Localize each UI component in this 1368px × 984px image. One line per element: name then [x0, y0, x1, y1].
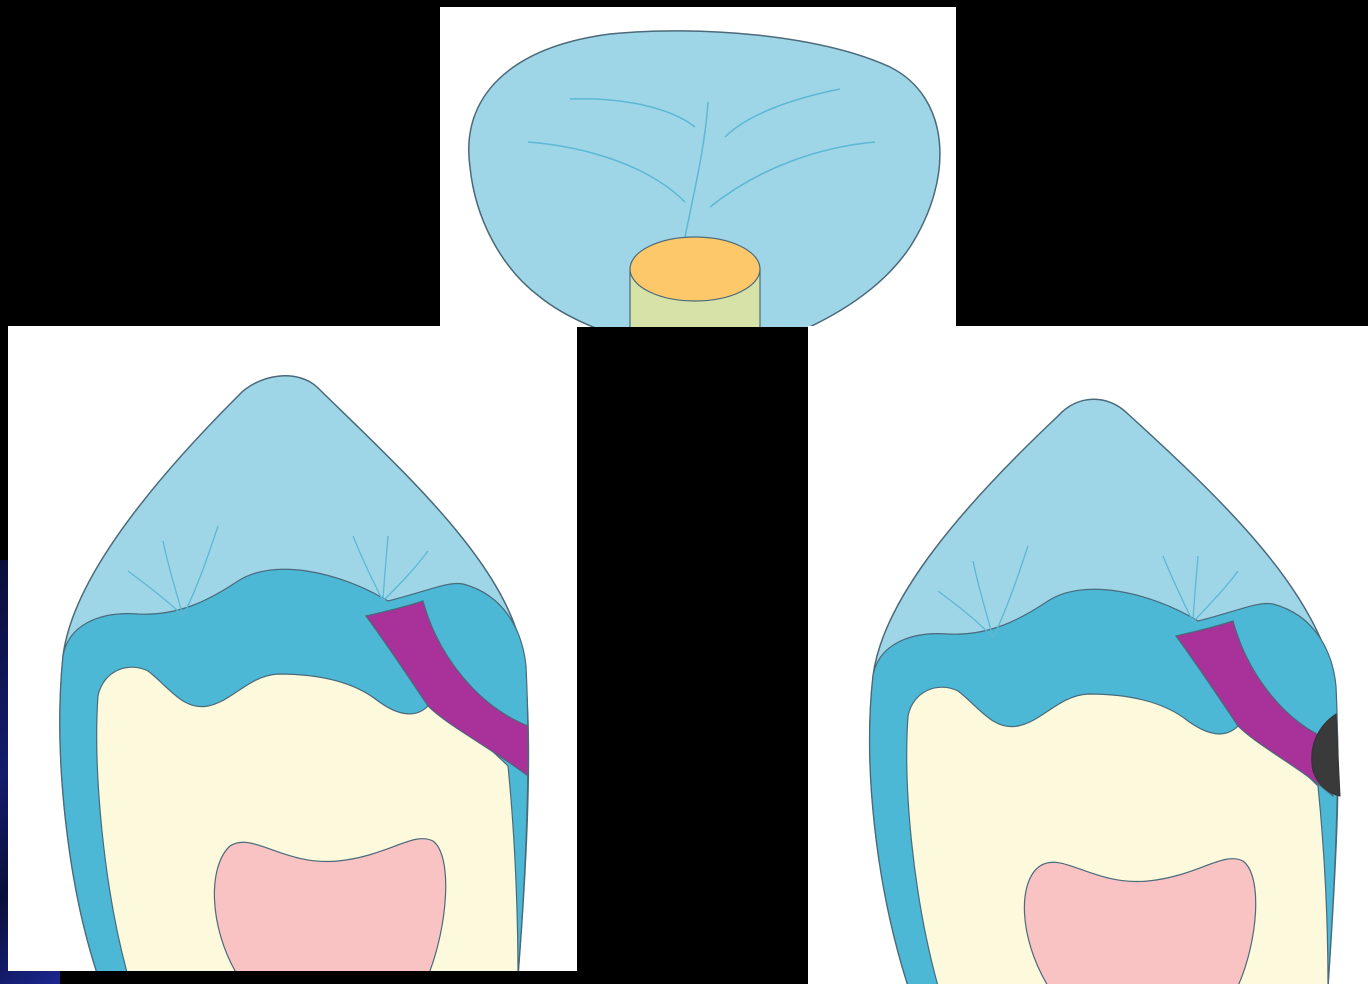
tooth-section-cavity-icon — [808, 326, 1368, 984]
cross-section-cavitated-panel — [808, 326, 1368, 984]
occlusal-view-panel — [440, 7, 956, 327]
black-gap — [577, 376, 808, 984]
tooth-section-icon — [8, 326, 577, 971]
tooth-occlusal-icon — [440, 7, 956, 327]
cross-section-lesion-panel — [8, 326, 577, 971]
restoration-top — [630, 237, 760, 301]
